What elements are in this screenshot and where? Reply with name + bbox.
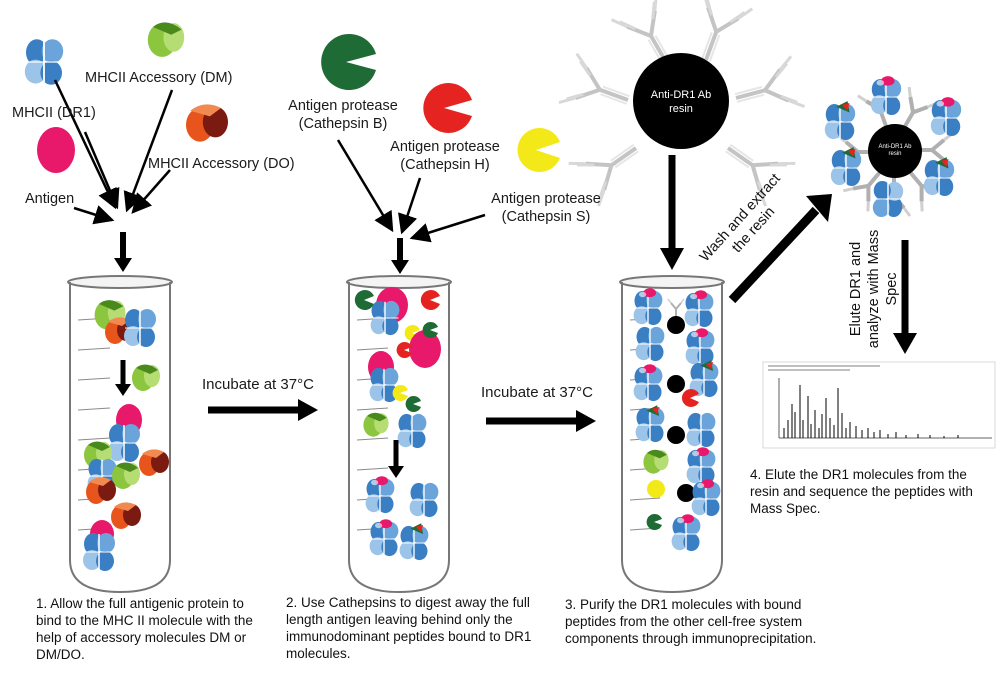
caption-step-4: 4. Elute the DR1 molecules from the resi… bbox=[750, 467, 973, 516]
test-tube-2 bbox=[346, 275, 452, 594]
antigen-label: Antigen bbox=[25, 191, 75, 207]
wash-extract-arrow bbox=[728, 206, 820, 304]
resin-label-line2: resin bbox=[669, 103, 693, 115]
do-accessory-label: MHCII Accessory (DO) bbox=[148, 156, 295, 172]
panel-2 bbox=[321, 33, 560, 594]
panel-4 bbox=[762, 76, 996, 449]
anti-dr1-resin-bead bbox=[556, 0, 807, 209]
elute-label-line2: analyze with Mass bbox=[866, 229, 882, 349]
cathepsin-h-line1: Antigen protease bbox=[390, 139, 500, 155]
panel-1 bbox=[23, 22, 228, 594]
small-resin-with-dr1 bbox=[825, 76, 961, 218]
cathepsin-b-line2: (Cathepsin B) bbox=[298, 116, 388, 132]
caption-step-2: 2. Use Cathepsins to digest away the ful… bbox=[286, 595, 532, 661]
mhcii-dr1-label: MHCII (DR1) bbox=[12, 105, 96, 121]
cathepsin-b-label: Antigen protease (Cathepsin B) bbox=[284, 97, 402, 133]
cathepsin-b-line1: Antigen protease bbox=[288, 98, 398, 114]
mhcii-dr1-molecule-icon bbox=[23, 38, 65, 86]
antigen-icon bbox=[37, 127, 75, 173]
elute-label: Elute DR1 and analyze with Mass Spec bbox=[847, 219, 901, 359]
resin-label: Anti-DR1 Ab resin bbox=[640, 88, 722, 116]
panel1-converging-arrows bbox=[53, 79, 174, 225]
cathepsin-b-icon bbox=[321, 33, 376, 90]
test-tube-1 bbox=[67, 275, 173, 594]
caption-step-3: 3. Purify the DR1 molecules with bound p… bbox=[565, 597, 817, 646]
panel-3 bbox=[556, 0, 832, 594]
cathepsin-s-label: Antigen protease (Cathepsin S) bbox=[484, 190, 608, 226]
incubate-label-2: Incubate at 37°C bbox=[481, 384, 593, 401]
small-resin-label-line2: resin bbox=[888, 151, 902, 157]
cathepsin-s-icon bbox=[517, 128, 560, 172]
small-resin-label-line1: Anti-DR1 Ab bbox=[878, 144, 912, 150]
cathepsin-s-line2: (Cathepsin S) bbox=[501, 209, 591, 225]
dm-accessory-icon bbox=[147, 22, 185, 57]
cathepsin-h-line2: (Cathepsin H) bbox=[400, 157, 490, 173]
cathepsin-h-label: Antigen protease (Cathepsin H) bbox=[382, 138, 508, 174]
resin-label-line1: Anti-DR1 Ab bbox=[650, 89, 712, 101]
do-accessory-icon bbox=[186, 104, 228, 142]
elute-label-line1: Elute DR1 and bbox=[848, 241, 864, 337]
panel2-converging-arrows bbox=[336, 139, 486, 243]
incubate-label-1: Incubate at 37°C bbox=[202, 376, 314, 393]
cathepsin-h-icon bbox=[423, 83, 472, 133]
test-tube-3 bbox=[619, 275, 725, 594]
cathepsin-s-line1: Antigen protease bbox=[491, 191, 601, 207]
caption-step-1: 1. Allow the full antigenic protein to b… bbox=[36, 596, 253, 662]
small-resin-label: Anti-DR1 Ab resin bbox=[874, 144, 916, 158]
dm-accessory-label: MHCII Accessory (DM) bbox=[85, 70, 233, 86]
mass-spec-spectrum bbox=[762, 361, 996, 449]
elute-label-line3: Spec bbox=[884, 272, 900, 306]
